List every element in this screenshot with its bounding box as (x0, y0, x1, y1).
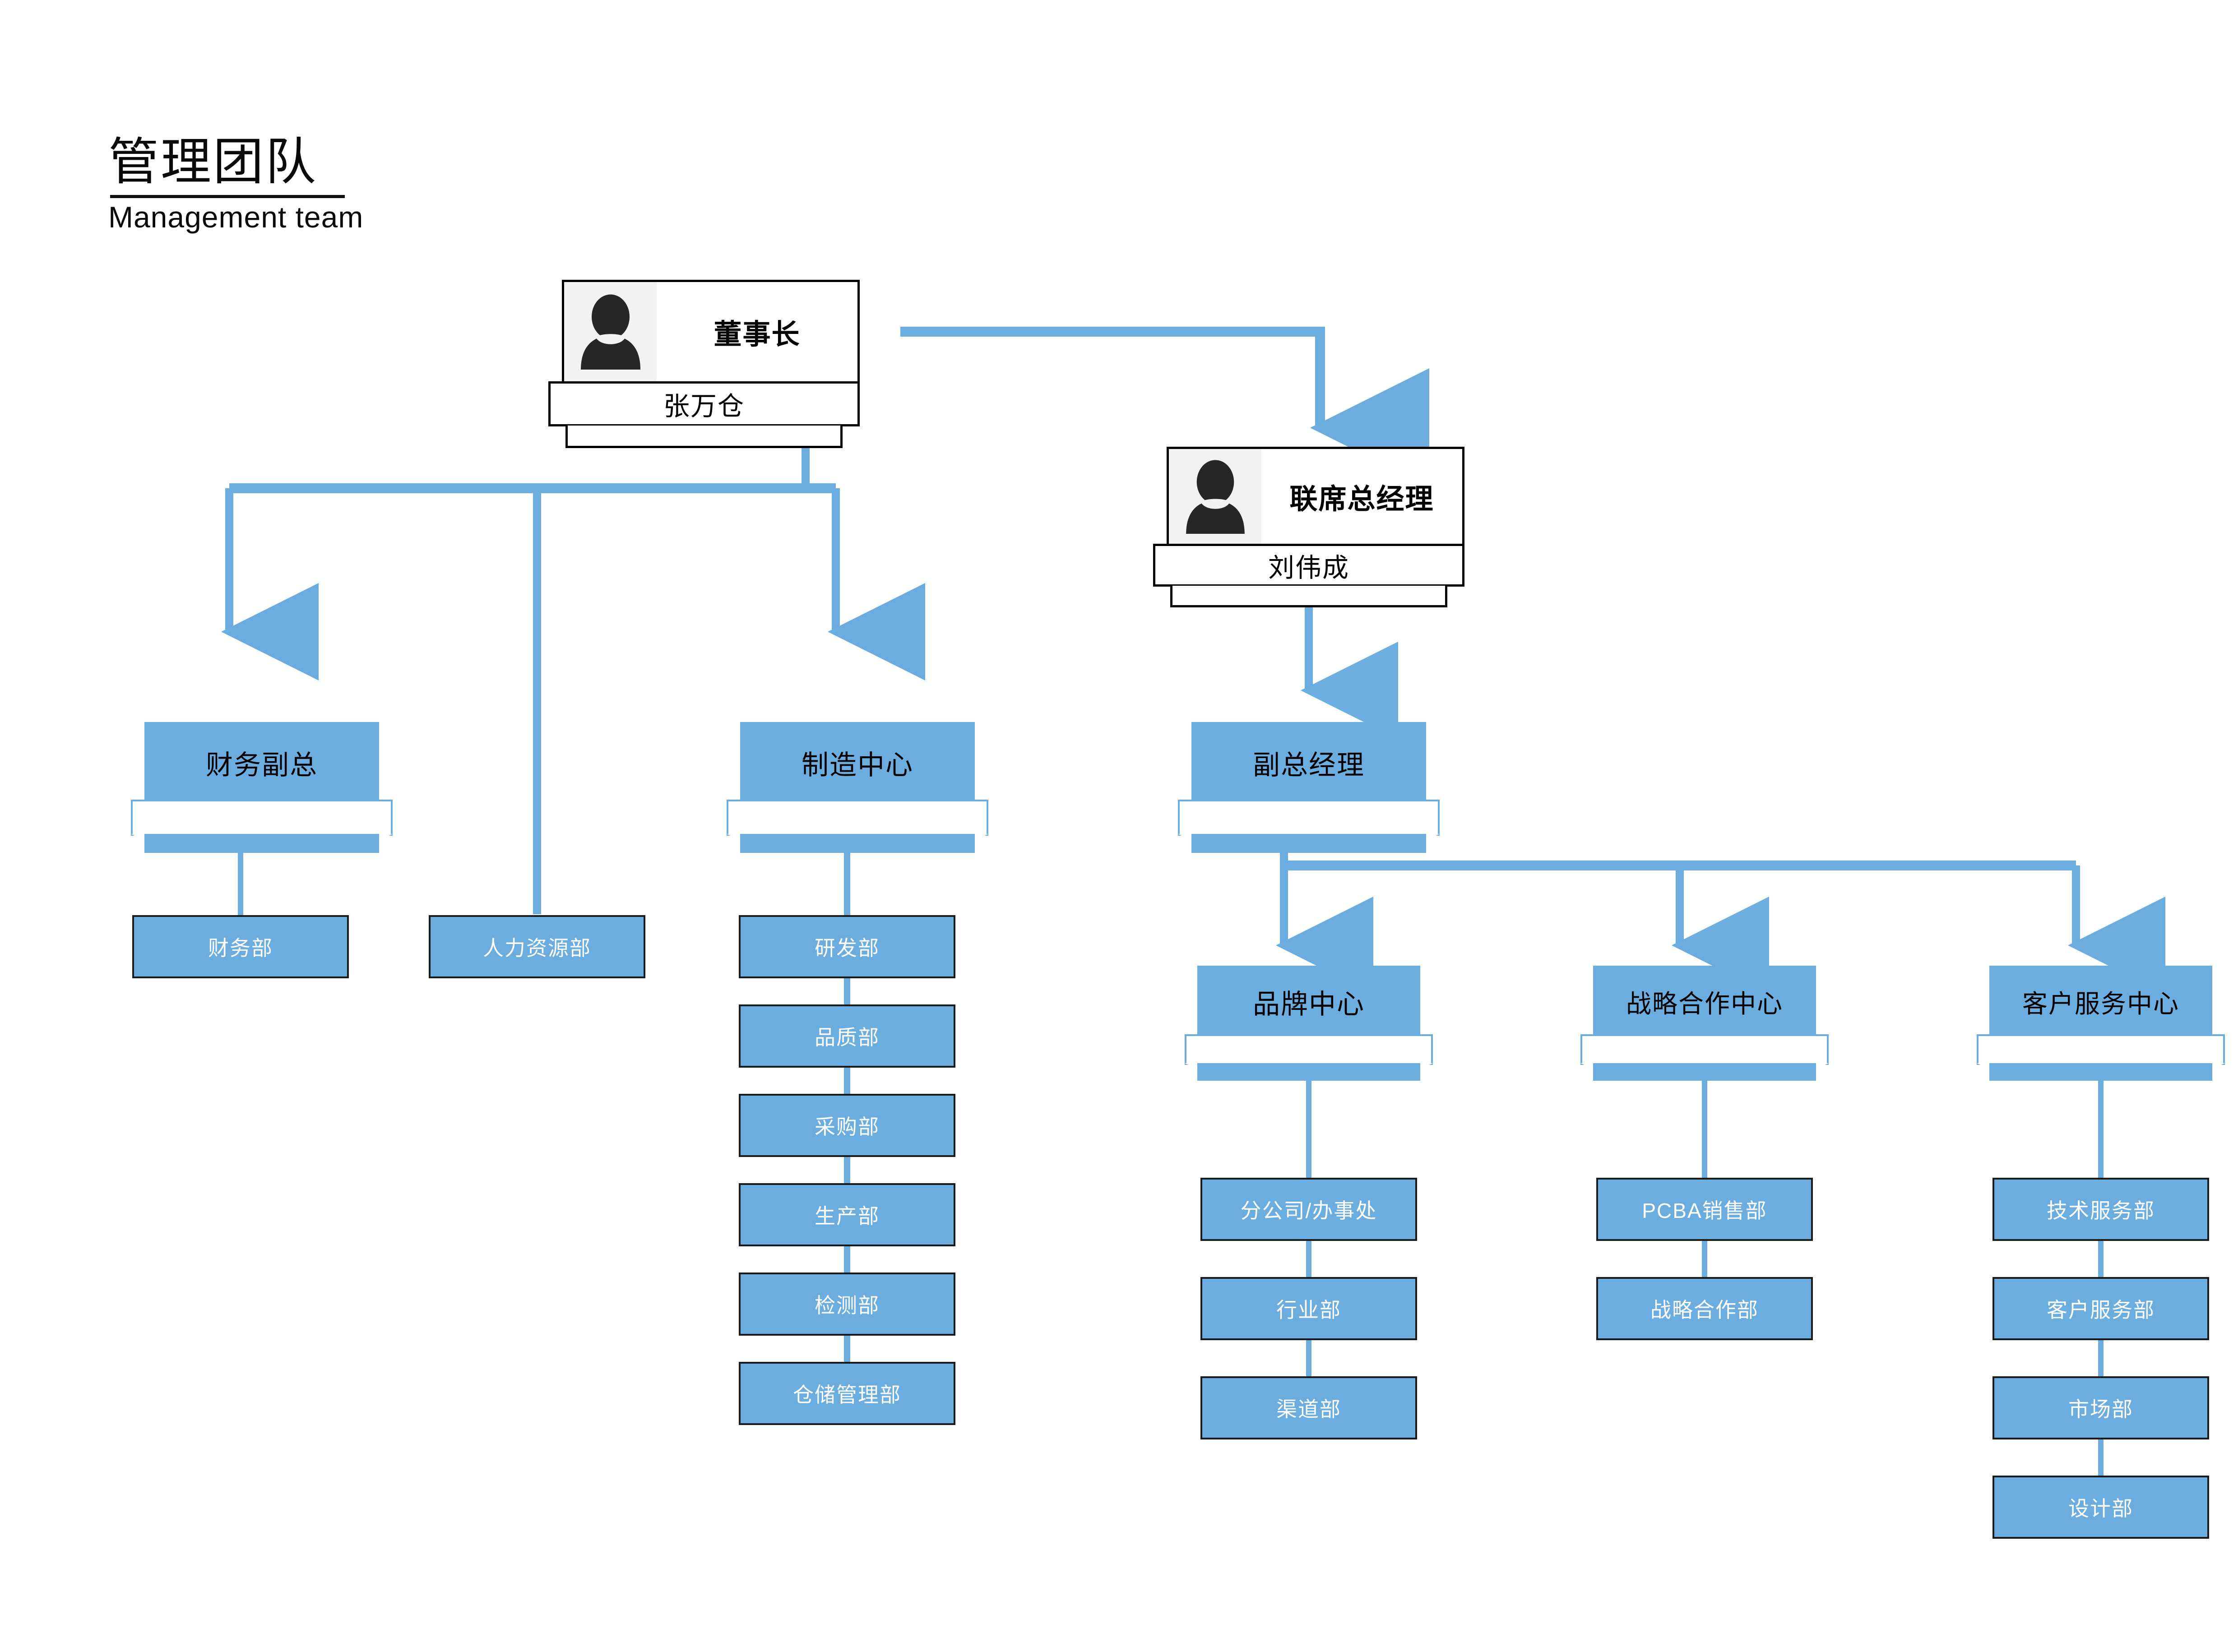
dept-channel[interactable]: 渠道部 (1200, 1376, 1417, 1439)
deputy-gm-notch-right (1426, 834, 1440, 840)
dept-pcba-sales[interactable]: PCBA销售部 (1596, 1178, 1813, 1241)
strategy-center-notch-left (1580, 1063, 1593, 1069)
service-center-foot (1989, 1064, 2212, 1081)
center-node-service[interactable]: 客户服务中心 (1977, 966, 2225, 1081)
dept-tech-service[interactable]: 技术服务部 (1992, 1178, 2209, 1241)
page-subtitle: Management team (108, 200, 364, 234)
brand-center-band (1185, 1034, 1433, 1065)
dept-strategic-coop[interactable]: 战略合作部 (1596, 1277, 1813, 1340)
finance-vp-band (131, 800, 393, 836)
wire-chairman-to-cogm (900, 327, 1429, 487)
chairman-role-label: 董事长 (714, 319, 801, 350)
mfg-center-label: 制造中心 (740, 722, 975, 803)
strategy-center-band (1580, 1034, 1829, 1065)
strategy-center-label: 战略合作中心 (1593, 966, 1816, 1038)
mfg-center-notch-right (975, 834, 988, 840)
dept-warehouse[interactable]: 仓储管理部 (739, 1362, 955, 1425)
dept-hr[interactable]: 人力资源部 (429, 915, 645, 978)
center-node-brand[interactable]: 品牌中心 (1185, 966, 1433, 1081)
person-card-chairman[interactable]: 董事长 张万仓 (548, 280, 860, 448)
center-node-deputy-gm[interactable]: 副总经理 (1178, 722, 1440, 853)
deputy-gm-label: 副总经理 (1191, 722, 1426, 803)
person-card-co-gm[interactable]: 联席总经理 刘伟成 (1153, 447, 1464, 607)
finance-vp-notch-right (379, 834, 393, 840)
center-node-mfg[interactable]: 制造中心 (727, 722, 988, 853)
strategy-center-foot (1593, 1064, 1816, 1081)
title-divider (110, 194, 345, 198)
mfg-center-foot (740, 835, 975, 853)
deputy-gm-foot (1191, 835, 1426, 853)
chairman-card-base (565, 426, 843, 448)
dept-finance[interactable]: 财务部 (132, 915, 349, 978)
dept-inspection[interactable]: 检测部 (739, 1273, 955, 1336)
cogm-role-label: 联席总经理 (1289, 484, 1434, 515)
service-center-notch-right (2212, 1063, 2225, 1069)
dept-design[interactable]: 设计部 (1992, 1476, 2209, 1539)
dept-branch-office[interactable]: 分公司/办事处 (1200, 1178, 1417, 1241)
dept-industry[interactable]: 行业部 (1200, 1277, 1417, 1340)
brand-center-notch-right (1420, 1063, 1433, 1069)
dept-customer-service[interactable]: 客户服务部 (1992, 1277, 2209, 1340)
brand-center-foot (1197, 1064, 1420, 1081)
dept-production[interactable]: 生产部 (739, 1183, 955, 1246)
center-node-finance-vp[interactable]: 财务副总 (131, 722, 393, 853)
mfg-center-notch-left (727, 834, 740, 840)
dept-marketing[interactable]: 市场部 (1992, 1376, 2209, 1439)
cogm-name-label: 刘伟成 (1153, 544, 1464, 587)
brand-center-label: 品牌中心 (1197, 966, 1420, 1038)
dept-purchasing[interactable]: 采购部 (739, 1094, 955, 1157)
center-node-strategy[interactable]: 战略合作中心 (1580, 966, 1829, 1081)
deputy-gm-notch-left (1178, 834, 1191, 840)
cogm-card-top: 联席总经理 (1167, 447, 1464, 546)
page-title-block: 管理团队 Management team (108, 135, 363, 233)
brand-center-notch-left (1185, 1063, 1197, 1069)
service-center-notch-left (1977, 1063, 1989, 1069)
finance-vp-foot (144, 835, 379, 853)
finance-vp-notch-left (131, 834, 144, 840)
dept-quality[interactable]: 品质部 (739, 1004, 955, 1068)
person-silhouette-icon (1169, 449, 1261, 544)
finance-vp-label: 财务副总 (144, 722, 379, 803)
cogm-card-base (1170, 586, 1447, 607)
service-center-label: 客户服务中心 (1989, 966, 2212, 1038)
deputy-gm-band (1178, 800, 1440, 836)
page-title: 管理团队 (108, 134, 318, 190)
chairman-name-label: 张万仓 (548, 381, 860, 426)
strategy-center-notch-right (1816, 1063, 1829, 1069)
service-center-band (1977, 1034, 2225, 1065)
person-silhouette-icon (564, 282, 657, 381)
chairman-card-top: 董事长 (562, 280, 860, 384)
dept-rd[interactable]: 研发部 (739, 915, 955, 978)
mfg-center-band (727, 800, 988, 836)
